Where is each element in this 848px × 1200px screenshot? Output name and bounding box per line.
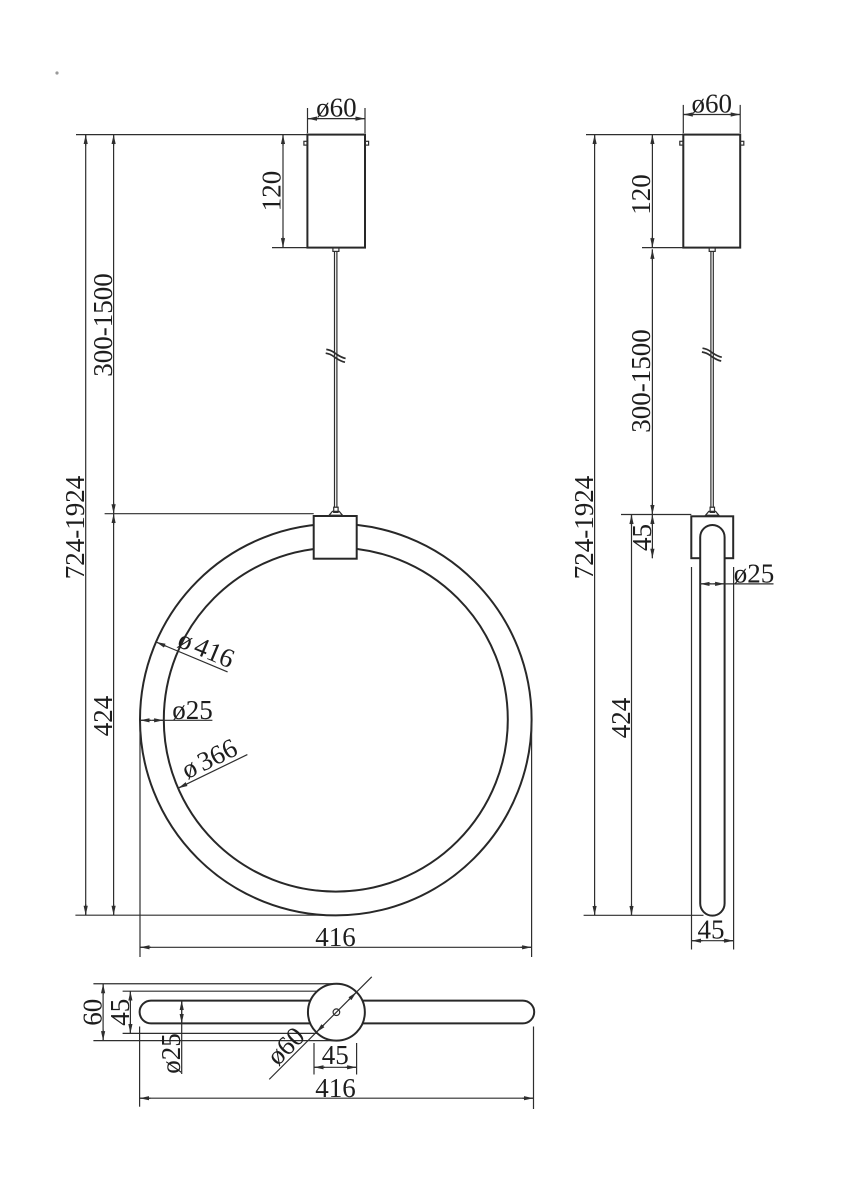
svg-text:120: 120 — [626, 174, 656, 215]
svg-text:416: 416 — [315, 1073, 356, 1103]
svg-text:ø25: ø25 — [172, 695, 213, 725]
svg-text:424: 424 — [88, 695, 118, 736]
svg-text:ø60: ø60 — [692, 88, 733, 118]
svg-text:300-1500: 300-1500 — [88, 273, 118, 377]
svg-text:724-1924: 724-1924 — [569, 475, 599, 579]
svg-text:ø60: ø60 — [316, 93, 357, 123]
svg-text:ø25: ø25 — [734, 559, 775, 589]
svg-text:45: 45 — [698, 915, 725, 945]
svg-text:120: 120 — [256, 171, 286, 212]
svg-text:45: 45 — [627, 524, 657, 551]
svg-text:45: 45 — [322, 1040, 349, 1070]
svg-text:300-1500: 300-1500 — [626, 329, 656, 433]
svg-text:ø25: ø25 — [156, 1033, 186, 1074]
svg-text:60: 60 — [78, 999, 108, 1026]
svg-text:45: 45 — [105, 999, 135, 1026]
svg-text:416: 416 — [315, 922, 356, 952]
svg-text:724-1924: 724-1924 — [60, 475, 90, 579]
svg-text:424: 424 — [606, 697, 636, 738]
